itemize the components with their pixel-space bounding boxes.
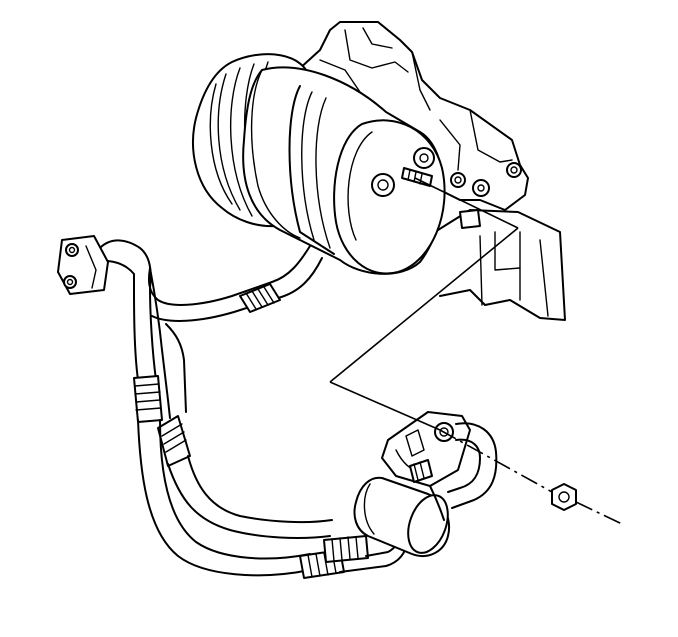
bracket-bolt bbox=[472, 179, 490, 197]
sealing-block-fitting-left bbox=[57, 235, 109, 295]
hose-crimp-sleeve bbox=[323, 535, 369, 563]
accumulator-muffler bbox=[353, 476, 450, 557]
engine-block bbox=[437, 209, 566, 321]
compressor-port bbox=[371, 173, 395, 197]
hose-crimp-sleeve bbox=[157, 415, 191, 467]
ac-compressor bbox=[192, 53, 446, 275]
ac-hose-assembly bbox=[57, 235, 409, 579]
bracket-bolt bbox=[506, 162, 522, 178]
retaining-nut bbox=[551, 483, 577, 511]
compressor-sealing-block-fitting bbox=[381, 411, 498, 521]
compressor-port bbox=[413, 147, 435, 169]
hose-crimp-sleeve bbox=[133, 375, 163, 423]
hose-crimp-sleeve bbox=[239, 283, 281, 313]
leader-line bbox=[329, 177, 623, 525]
bracket-bolt bbox=[450, 172, 466, 188]
